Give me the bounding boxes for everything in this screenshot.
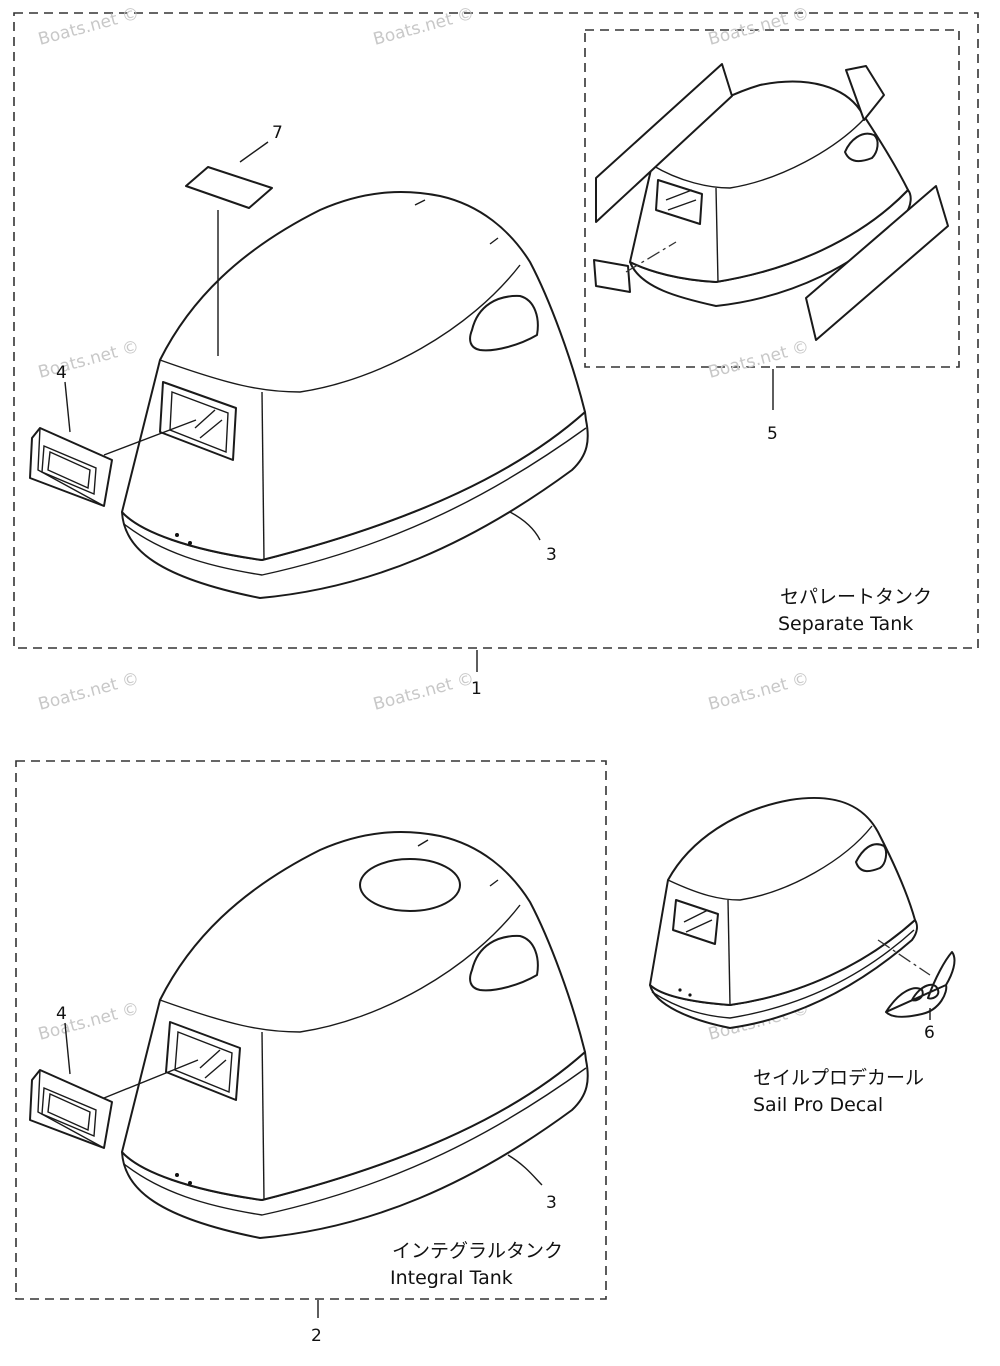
- sail-pro-label-jp: セイルプロデカール: [753, 1067, 924, 1089]
- callout-6: 6: [924, 1023, 935, 1043]
- seal-part-4-bottom: [29, 1059, 199, 1149]
- group-box-2: [15, 760, 607, 1300]
- watermark-text: Boats.net ©: [36, 669, 141, 715]
- leader-part-3-bottom: [507, 1154, 543, 1186]
- separate-tank-label-en: Separate Tank: [778, 613, 913, 635]
- integral-tank-label-en: Integral Tank: [390, 1267, 513, 1289]
- watermark-text: Boats.net ©: [706, 337, 811, 383]
- top-cowling-separate: [121, 191, 589, 599]
- leader-part-3-top: [509, 511, 541, 541]
- callout-4: 4: [56, 1004, 67, 1024]
- watermark-text: Boats.net ©: [36, 337, 141, 383]
- top-cowling-integral: [121, 831, 589, 1239]
- sail-pro-label-en: Sail Pro Decal: [753, 1094, 883, 1116]
- watermark-text: Boats.net ©: [706, 4, 811, 50]
- watermark-text: Boats.net ©: [706, 669, 811, 715]
- sail-pro-cowling: [649, 796, 956, 1029]
- callout-3: 3: [546, 545, 557, 565]
- separate-tank-label-jp: セパレートタンク: [780, 586, 932, 608]
- watermark-text: Boats.net ©: [371, 669, 476, 715]
- callout-7: 7: [272, 123, 283, 143]
- integral-tank-label-jp: インテグラルタンク: [392, 1240, 563, 1262]
- watermark-text: Boats.net ©: [36, 999, 141, 1045]
- watermark-text: Boats.net ©: [371, 4, 476, 50]
- label-part-7: [185, 141, 273, 356]
- callout-4: 4: [56, 363, 67, 383]
- callout-1: 1: [471, 679, 482, 699]
- callout-5: 5: [767, 424, 778, 444]
- leader-part-4-top: [64, 381, 71, 433]
- callout-3: 3: [546, 1193, 557, 1213]
- group-box-5: [584, 29, 960, 368]
- seal-part-4-top: [29, 419, 197, 507]
- leader-part-4-bottom: [64, 1022, 71, 1075]
- watermark-text: Boats.net ©: [36, 4, 141, 50]
- callout-2: 2: [311, 1326, 322, 1346]
- group-box-1: [13, 12, 979, 649]
- decal-set-part-5: [593, 63, 949, 410]
